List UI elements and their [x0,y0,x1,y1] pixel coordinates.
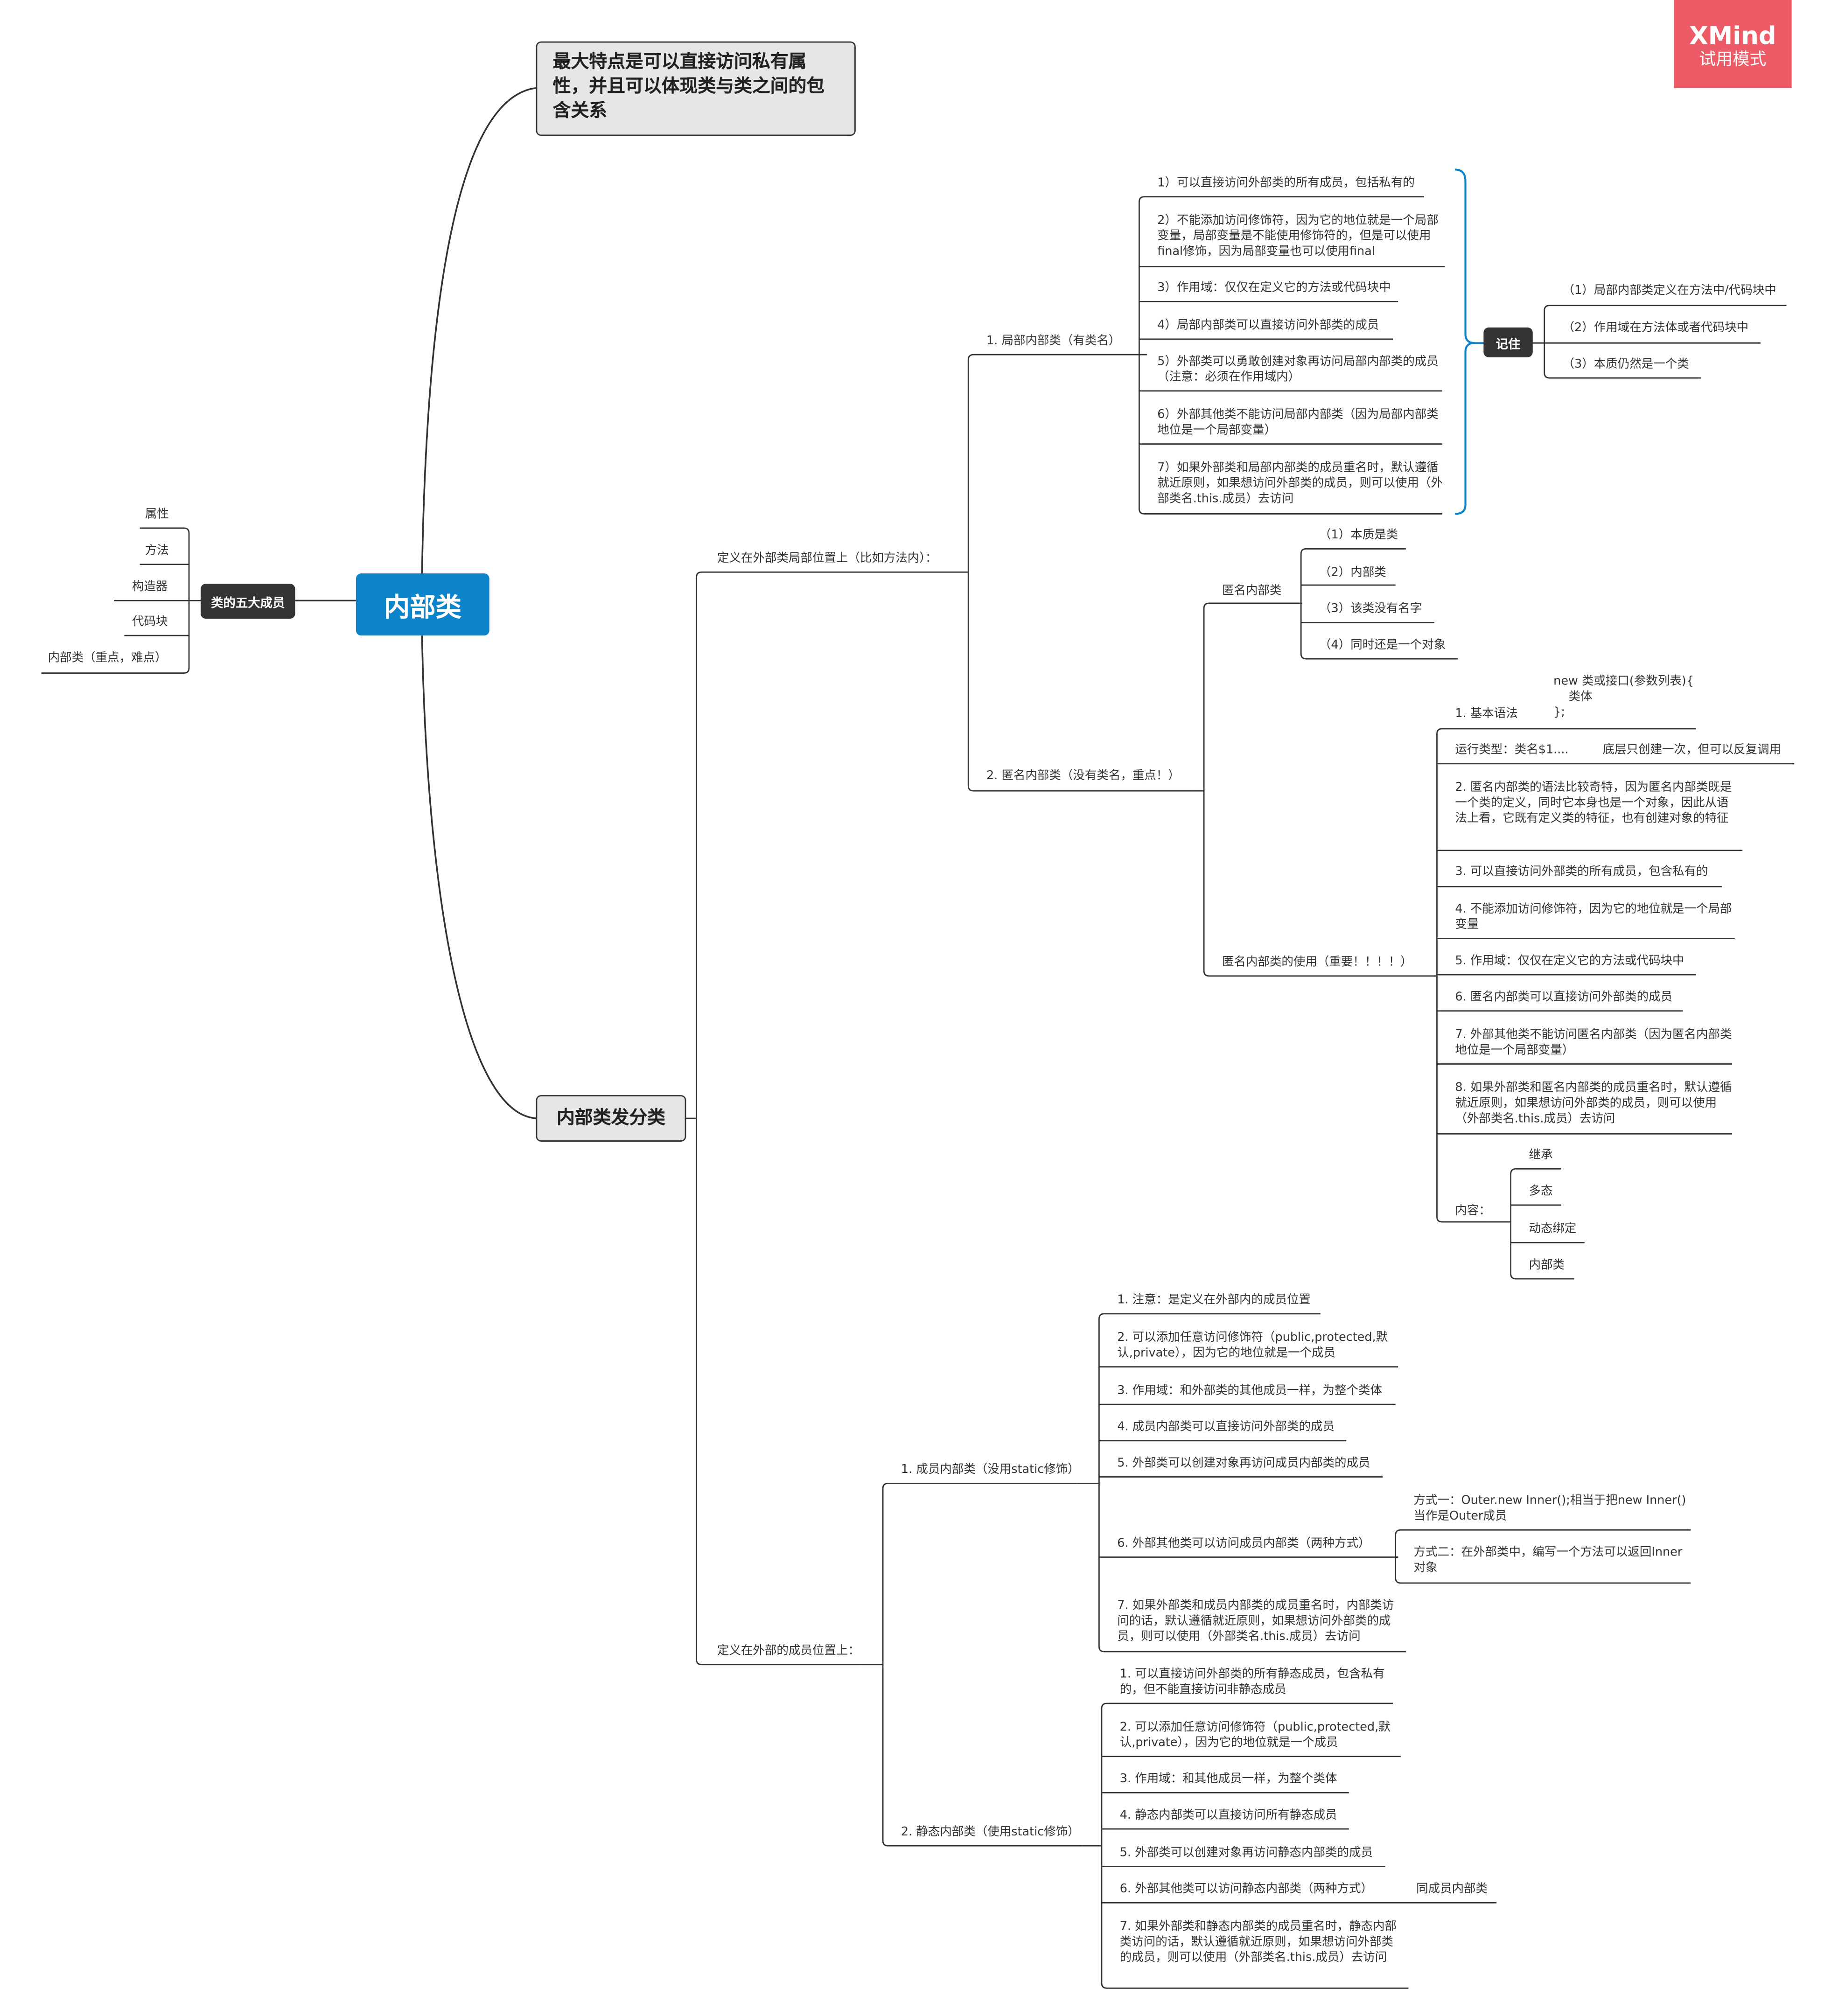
member-inner-point[interactable]: 3. 作用域：和外部类的其他成员一样，为整个类体 [1117,1383,1382,1398]
member-item[interactable]: 属性 [145,507,169,522]
usage-point[interactable]: 7. 外部其他类不能访问匿名内部类（因为匿名内部类地位是一个局部变量） [1455,1027,1732,1058]
local-inner-point[interactable]: 7）如果外部类和局部内部类的成员重名时，默认遵循就近原则，如果想访问外部类的成员… [1157,460,1443,507]
classification-topic[interactable]: 内部类发分类 [536,1095,686,1142]
static-inner-point[interactable]: 6. 外部其他类可以访问静态内部类（两种方式） [1119,1882,1373,1897]
anonymous-def-item[interactable]: （3）该类没有名字 [1319,602,1422,616]
access-way[interactable]: 方式一：Outer.new Inner();相当于把new Inner()当作是… [1413,1493,1686,1524]
usage-point[interactable]: 4. 不能添加访问修饰符，因为它的地位就是一个局部变量 [1455,902,1732,933]
same-as-member-note[interactable]: 同成员内部类 [1416,1882,1488,1897]
local-inner-point[interactable]: 3）作用域：仅仅在定义它的方法或代码块中 [1157,281,1391,295]
static-inner-point[interactable]: 5. 外部类可以创建对象再访问静态内部类的成员 [1119,1846,1373,1860]
content-item[interactable]: 继承 [1529,1148,1553,1163]
anonymous-def-item[interactable]: （4）同时还是一个对象 [1319,638,1446,653]
content-item[interactable]: 多态 [1529,1184,1553,1199]
static-inner-topic[interactable]: 2. 静态内部类（使用static修饰） [901,1825,1080,1840]
static-inner-point[interactable]: 3. 作用域：和其他成员一样，为整个类体 [1119,1772,1337,1786]
anonymous-def-item[interactable]: （2）内部类 [1319,565,1386,580]
local-inner-point[interactable]: 2）不能添加访问修饰符，因为它的地位就是一个局部变量，局部变量是不能使用修饰符的… [1157,213,1439,259]
content-item[interactable]: 动态绑定 [1529,1221,1577,1236]
member-inner-point[interactable]: 5. 外部类可以创建对象再访问成员内部类的成员 [1117,1456,1370,1471]
static-inner-point[interactable]: 4. 静态内部类可以直接访问所有静态成员 [1119,1808,1337,1823]
xmind-logo-text: XMind [1689,22,1776,51]
usage-point[interactable]: 8. 如果外部类和匿名内部类的成员重名时，默认遵循就近原则，如果想访问外部类的成… [1455,1081,1732,1127]
member-item[interactable]: 方法 [145,544,169,558]
usage-point[interactable]: 2. 匿名内部类的语法比较奇特，因为匿名内部类既是一个类的定义，同时它本身也是一… [1455,780,1732,827]
member-inner-point[interactable]: 7. 如果外部类和成员内部类的成员重名时，内部类访问的话，默认遵循就近原则，如果… [1117,1598,1394,1645]
trial-mode-label: 试用模式 [1699,50,1767,70]
local-inner-point[interactable]: 5）外部类可以勇敢创建对象再访问局部内部类的成员（注意：必须在作用域内） [1157,355,1439,385]
local-inner-point[interactable]: 4）局部内部类可以直接访问外部类的成员 [1157,318,1379,333]
member-position-topic[interactable]: 定义在外部的成员位置上： [717,1644,860,1658]
remember-topic[interactable]: 记住 [1483,327,1533,357]
member-item[interactable]: 构造器 [132,579,168,594]
local-inner-topic[interactable]: 1. 局部内部类（有类名） [986,334,1121,349]
static-inner-point[interactable]: 2. 可以添加任意访问修饰符（public,protected,默认,priva… [1119,1720,1391,1751]
member-inner-point[interactable]: 4. 成员内部类可以直接访问外部类的成员 [1117,1420,1335,1434]
usage-point[interactable]: 5. 作用域：仅仅在定义它的方法或代码块中 [1455,954,1684,969]
feature-topic[interactable]: 最大特点是可以直接访问私有属性，并且可以体现类与类之间的包含关系 [536,41,856,136]
anonymous-usage-topic[interactable]: 匿名内部类的使用（重要！！！！） [1222,955,1412,970]
local-inner-point[interactable]: 6）外部其他类不能访问局部内部类（因为局部内部类地位是一个局部变量） [1157,407,1439,438]
remember-item[interactable]: （2）作用域在方法体或者代码块中 [1562,321,1749,335]
runtime-type[interactable]: 运行类型：类名$1.... [1455,743,1569,757]
syntax-code: new 类或接口(参数列表){ 类体 }; [1553,674,1694,720]
content-item[interactable]: 内部类 [1529,1258,1565,1273]
anonymous-def-item[interactable]: （1）本质是类 [1319,528,1398,543]
content-topic[interactable]: 内容： [1455,1204,1491,1218]
xmind-watermark: XMind 试用模式 [1674,0,1792,88]
member-inner-topic[interactable]: 1. 成员内部类（没用static修饰） [901,1462,1080,1477]
member-inner-point[interactable]: 2. 可以添加任意访问修饰符（public,protected,默认,priva… [1117,1330,1388,1361]
anonymous-def-topic[interactable]: 匿名内部类 [1222,584,1282,598]
local-position-topic[interactable]: 定义在外部类局部位置上（比如方法内）： [717,551,937,566]
anonymous-topic[interactable]: 2. 匿名内部类（没有类名，重点！） [986,768,1180,783]
usage-point[interactable]: 6. 匿名内部类可以直接访问外部类的成员 [1455,990,1673,1005]
local-inner-point[interactable]: 1）可以直接访问外部类的所有成员，包括私有的 [1157,176,1415,190]
static-inner-point[interactable]: 1. 可以直接访问外部类的所有静态成员，包含私有的，但不能直接访问非静态成员 [1119,1667,1385,1697]
member-item[interactable]: 代码块 [132,614,168,629]
syntax-topic[interactable]: 1. 基本语法 [1455,706,1518,721]
member-item[interactable]: 内部类（重点，难点） [48,651,167,665]
member-inner-point[interactable]: 6. 外部其他类可以访问成员内部类（两种方式） [1117,1536,1370,1551]
remember-item[interactable]: （1）局部内部类定义在方法中/代码块中 [1562,283,1776,298]
remember-item[interactable]: （3）本质仍然是一个类 [1562,357,1689,372]
access-way[interactable]: 方式二：在外部类中，编写一个方法可以返回Inner对象 [1413,1545,1683,1576]
member-inner-point[interactable]: 1. 注意：是定义在外部内的成员位置 [1117,1293,1311,1308]
static-inner-point[interactable]: 7. 如果外部类和静态内部类的成员重名时，静态内部类访问的话，默认遵循就近原则，… [1119,1919,1397,1966]
five-members-topic[interactable]: 类的五大成员 [201,584,295,619]
runtime-note[interactable]: 底层只创建一次，但可以反复调用 [1602,743,1781,757]
usage-point[interactable]: 3. 可以直接访问外部类的所有成员，包含私有的 [1455,865,1708,879]
root-topic[interactable]: 内部类 [356,573,489,636]
